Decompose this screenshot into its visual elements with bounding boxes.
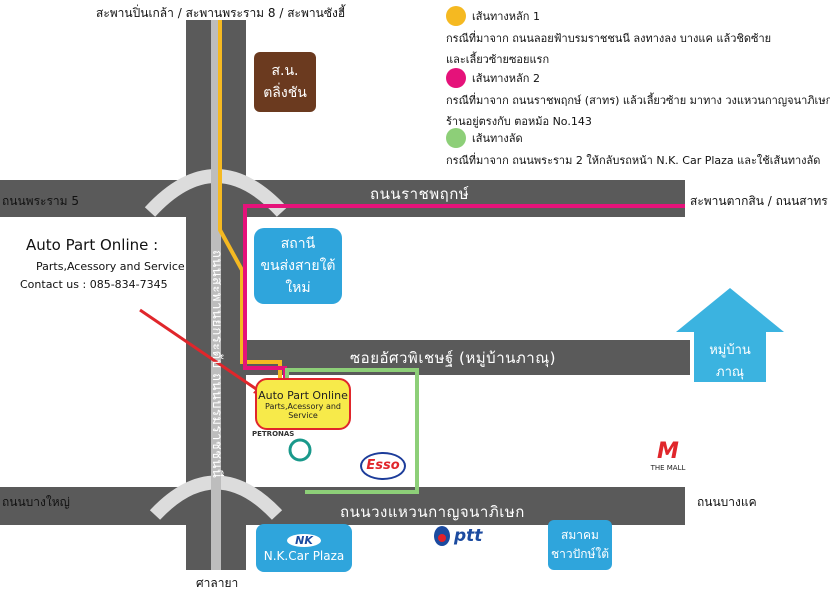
top-road-label: สะพานปิ่นเกล้า / สะพานพระราม 8 / สะพานซั… xyxy=(96,6,346,20)
legend-item-3: เส้นทางลัด กรณีที่มาจาก ถนนพระราม 2 ให้ก… xyxy=(446,128,820,169)
nk-plaza-name: N.K.Car Plaza xyxy=(263,548,345,563)
info-line2: Parts,Acessory and Service xyxy=(36,260,185,273)
road-vertical-label: ถนนสะพานยกระดับ ถนนบรมราชชนนี xyxy=(209,250,224,479)
shop-box: Auto Part Online Parts,Acessory and Serv… xyxy=(255,378,351,430)
bus-terminal-line1: สถานี xyxy=(280,236,316,252)
association-line1: สมาคม xyxy=(561,528,599,542)
bus-terminal-box: สถานี ขนส่งสายใต้ใหม่ xyxy=(254,228,342,304)
the-mall-icon: M xyxy=(657,439,679,464)
the-mall-logo: M THE MALL xyxy=(642,439,694,473)
village-line1: หมู่บ้าน xyxy=(709,343,751,358)
road-rajapruek-label: ถนนราชพฤกษ์ xyxy=(370,185,470,203)
petronas-label: PETRONAS xyxy=(252,430,295,438)
district-office-line1: ส.น. xyxy=(271,63,299,79)
legend-2-line1: กรณีที่มาจาก ถนนราชพฤกษ์ (สาทร) แล้วเลี้… xyxy=(446,94,830,107)
ptt-icon-core xyxy=(438,534,446,542)
left-bottom-road-label: ถนนบางใหญ่ xyxy=(2,495,70,509)
legend-item-2: เส้นทางหลัก 2 กรณีที่มาจาก ถนนราชพฤกษ์ (… xyxy=(446,68,830,130)
legend-2-title: เส้นทางหลัก 2 xyxy=(472,72,540,85)
legend-2-line2: ร้านอยู่ตรงกับ ตอหม้อ No.143 xyxy=(446,115,592,128)
shortcut-dot xyxy=(446,128,466,148)
route2-dot xyxy=(446,68,466,88)
route1-dot xyxy=(446,6,466,26)
legend-item-1: เส้นทางหลัก 1 กรณีที่มาจาก ถนนลอยฟ้าบรมร… xyxy=(446,6,771,68)
village-roof xyxy=(676,288,784,332)
village-label: หมู่บ้าน ภาณุ xyxy=(694,340,766,384)
left-top-road-label: ถนนพระราม 5 xyxy=(2,194,80,208)
shortcut-line xyxy=(285,368,419,494)
shop-title: Auto Part Online xyxy=(258,388,348,402)
association-line2: ชาวปักษ์ใต้ xyxy=(550,547,610,561)
village-line2: ภาณุ xyxy=(716,365,744,380)
district-office-box: ส.น. ตลิ่งชัน xyxy=(254,52,316,112)
shop-subtitle: Parts,Acessory and Service xyxy=(264,401,341,420)
road-soi-label: ซอยอัศวพิเชษฐ์ (หมู่บ้านภาณุ) xyxy=(350,349,556,367)
bus-terminal-line2: ขนส่งสายใต้ใหม่ xyxy=(260,258,336,296)
petronas-icon xyxy=(288,438,312,462)
right-top-road-label: สะพานตากสิน / ถนนสาทร xyxy=(690,194,828,208)
the-mall-label: THE MALL xyxy=(650,464,686,472)
village-body xyxy=(694,332,766,382)
pointer-arrow xyxy=(139,308,263,395)
legend-1-line2: และเลี้ยวซ้ายซอยแรก xyxy=(446,53,550,66)
esso-logo: Esso xyxy=(360,452,406,480)
association-box: สมาคม ชาวปักษ์ใต้ xyxy=(548,520,612,570)
legend-1-line1: กรณีที่มาจาก ถนนลอยฟ้าบรมราชชนนี ลงทางลง… xyxy=(446,32,772,45)
road-kanchana-label: ถนนวงแหวนกาญจนาภิเษก xyxy=(340,503,525,521)
nk-plaza-box: NK N.K.Car Plaza xyxy=(256,524,352,572)
ptt-logo: ptt xyxy=(454,526,483,546)
district-office-line2: ตลิ่งชัน xyxy=(263,85,307,101)
legend-3-line1: กรณีที่มาจาก ถนนพระราม 2 ให้กลับรถหน้า N… xyxy=(446,154,821,167)
road-rama5-rajapruek xyxy=(0,180,685,217)
info-contact: Contact us : 085-834-7345 xyxy=(20,278,168,291)
info-block: Auto Part Online : Parts,Acessory and Se… xyxy=(20,236,185,291)
legend-1-title: เส้นทางหลัก 1 xyxy=(472,10,540,23)
nk-logo: NK xyxy=(287,533,321,547)
legend-3-title: เส้นทางลัด xyxy=(472,132,523,145)
bottom-road-label: ศาลายา xyxy=(196,576,239,590)
info-title: Auto Part Online : xyxy=(26,236,159,254)
right-bottom-road-label: ถนนบางแค xyxy=(697,495,757,509)
